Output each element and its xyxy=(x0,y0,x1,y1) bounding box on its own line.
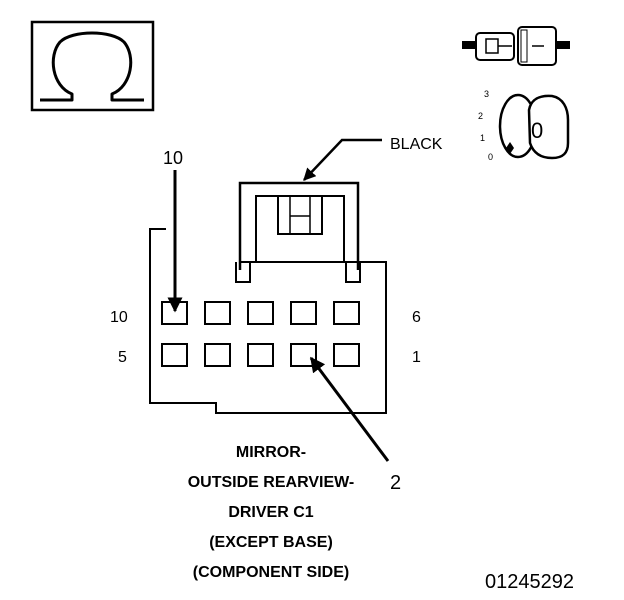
omega-ohm-icon xyxy=(30,20,155,112)
caption-line-2: OUTSIDE REARVIEW- xyxy=(188,474,355,491)
color-callout: BLACK xyxy=(303,136,443,181)
caption-line-5: (COMPONENT SIDE) xyxy=(193,564,349,581)
row-label-bottom-right: 1 xyxy=(412,349,421,366)
ignition-position-3: 3 xyxy=(484,89,489,99)
pin-6 xyxy=(333,301,360,325)
pin-3 xyxy=(247,343,274,367)
pin-10-callout: 10 xyxy=(163,148,183,313)
ignition-key-icon: 0 3 2 1 0 xyxy=(478,89,570,162)
row-label-top-left: 10 xyxy=(110,309,128,326)
connector-plug-icon xyxy=(462,26,570,66)
pin-10 xyxy=(161,301,188,325)
pin-2-callout: 2 xyxy=(309,356,401,494)
connector-body xyxy=(149,181,387,414)
part-number: 01245292 xyxy=(485,571,574,593)
caption-line-3: DRIVER C1 xyxy=(228,504,313,521)
pin-2-callout-label: 2 xyxy=(390,472,401,494)
row-label-top-right: 6 xyxy=(412,309,421,326)
pin-1 xyxy=(333,343,360,367)
ignition-position-0: 0 xyxy=(488,152,493,162)
pin-2 xyxy=(290,343,317,367)
key-label: 0 xyxy=(531,118,543,143)
pin-5 xyxy=(161,343,188,367)
caption-line-4: (EXCEPT BASE) xyxy=(209,534,333,551)
caption-line-1: MIRROR- xyxy=(236,444,306,461)
pin-7 xyxy=(290,301,317,325)
color-label: BLACK xyxy=(390,136,443,153)
ignition-position-1: 1 xyxy=(480,133,485,143)
connector-caption: MIRROR- OUTSIDE REARVIEW- DRIVER C1 (EXC… xyxy=(188,444,355,581)
pin-4 xyxy=(204,343,231,367)
row-label-bottom-left: 5 xyxy=(118,349,127,366)
pin-8 xyxy=(247,301,274,325)
pin-grid xyxy=(161,301,360,367)
pin-10-callout-label: 10 xyxy=(163,148,183,168)
pin-9 xyxy=(204,301,231,325)
ignition-position-2: 2 xyxy=(478,111,483,121)
